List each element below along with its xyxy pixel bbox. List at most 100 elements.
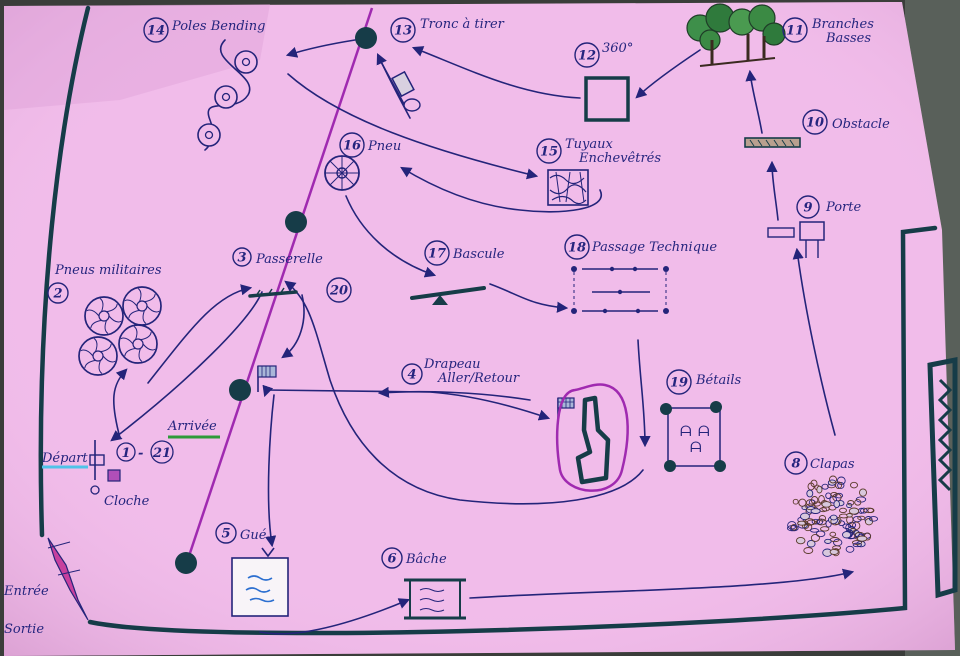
bell-label: Cloche: [104, 494, 150, 509]
trees-icon: [686, 3, 786, 67]
poles-icon: [197, 39, 258, 151]
station-label: Bétails: [695, 373, 742, 388]
cone-marker: [229, 379, 251, 401]
station-8: 8 Clapas: [784, 451, 855, 475]
svg-text:ᗩ: ᗩ: [690, 440, 702, 456]
start-number: 1: [121, 446, 130, 461]
station-18: 18 Passage Technique: [564, 234, 717, 260]
station-number: 15: [540, 145, 558, 160]
station-number-badge: [215, 522, 237, 544]
station-number-badge: [666, 369, 692, 395]
cone-marker: [355, 27, 377, 49]
station-number: 14: [147, 24, 165, 39]
station-label: Passage Technique: [591, 240, 717, 255]
station-label: Bascule: [452, 247, 505, 262]
station-label: Poles Bending: [171, 19, 266, 34]
station-number-badge: [143, 17, 169, 43]
finish-label: Arrivée: [167, 419, 217, 434]
gate-icon: [767, 221, 825, 258]
station-label: 360°: [602, 41, 633, 56]
stones-icon: [786, 475, 879, 557]
station-17: 17 Bascule: [424, 240, 505, 266]
station-number: 5: [221, 527, 230, 542]
station-number-badge: [232, 247, 252, 267]
tyres-icon: [78, 286, 162, 376]
station-label: Tronc à tirer: [420, 17, 505, 32]
tyre-icon: [324, 155, 360, 191]
station-number-badge: [564, 234, 590, 260]
entrance-gate-icon: [47, 537, 89, 621]
station-label: Gué: [240, 528, 267, 543]
cone-marker: [285, 211, 307, 233]
bell-icon: [89, 440, 121, 495]
station-number-badge: [401, 363, 423, 385]
station-number-badge: [802, 109, 828, 135]
station-number: 6: [387, 552, 396, 567]
station-number: 2: [52, 287, 62, 302]
station-number: 17: [428, 247, 446, 262]
station-14: 14 Poles Bending: [143, 17, 266, 43]
pipes-icon: [547, 169, 589, 206]
barrels-enclosure-icon: [556, 383, 629, 492]
station-number: 9: [803, 201, 812, 216]
station-number: 3: [237, 251, 246, 266]
svg-text:ᗩ: ᗩ: [698, 424, 710, 440]
station-number: 18: [568, 241, 586, 256]
station-number-badge: [536, 138, 562, 164]
station-number-badge: [339, 132, 365, 158]
finish-badge: [150, 440, 174, 464]
station-number-badge: [326, 277, 352, 303]
walkway-icon: [248, 287, 298, 298]
cone-marker: [175, 552, 197, 574]
station-number: 13: [394, 24, 412, 39]
seesaw-icon: [410, 286, 486, 305]
station-20: 20: [326, 277, 352, 303]
station-number-badge: [574, 42, 600, 68]
station-number: 16: [343, 139, 361, 154]
obstacle-icon: [744, 137, 801, 148]
side-gate: [927, 356, 958, 599]
station-label: Pneu: [367, 139, 401, 154]
route-arrows: [110, 39, 855, 635]
station-13: 13 Tronc à tirer: [390, 17, 505, 43]
station-number: 4: [407, 368, 416, 383]
station-number-badge: [782, 17, 808, 43]
finish-number: 21: [152, 446, 171, 461]
station-number-badge: [381, 547, 403, 569]
tarp-icon: [404, 578, 466, 620]
station-number: 8: [791, 457, 800, 472]
station-number-badge: [784, 451, 808, 475]
start-badge: [116, 442, 136, 462]
station-5: 5 Gué: [215, 522, 267, 544]
station-label: Passerelle: [255, 252, 323, 267]
tyre-icon: [118, 324, 158, 364]
labels: Départ 1 - 21 Arrivée Cloche Entrée Sort…: [3, 419, 220, 637]
station-number-badge: [47, 282, 69, 304]
svg-text:-: -: [138, 446, 143, 461]
station-label: Obstacle: [832, 117, 890, 132]
station-number-badge: [424, 240, 450, 266]
station-number: 11: [786, 24, 804, 39]
svg-text:ᗩ: ᗩ: [680, 424, 692, 440]
station-number-badge: [796, 195, 820, 219]
log-icon: [379, 59, 421, 112]
ford-icon: [231, 547, 289, 617]
tyre-icon: [78, 336, 118, 376]
station-label: Clapas: [810, 457, 855, 472]
station-3: 3 Passerelle: [232, 247, 323, 267]
station-label: Porte: [825, 200, 861, 215]
station-number: 12: [578, 49, 596, 64]
start-label: Départ: [41, 451, 88, 466]
poles-grid-icon: [571, 266, 669, 314]
station-9: 9 Porte: [796, 195, 861, 219]
